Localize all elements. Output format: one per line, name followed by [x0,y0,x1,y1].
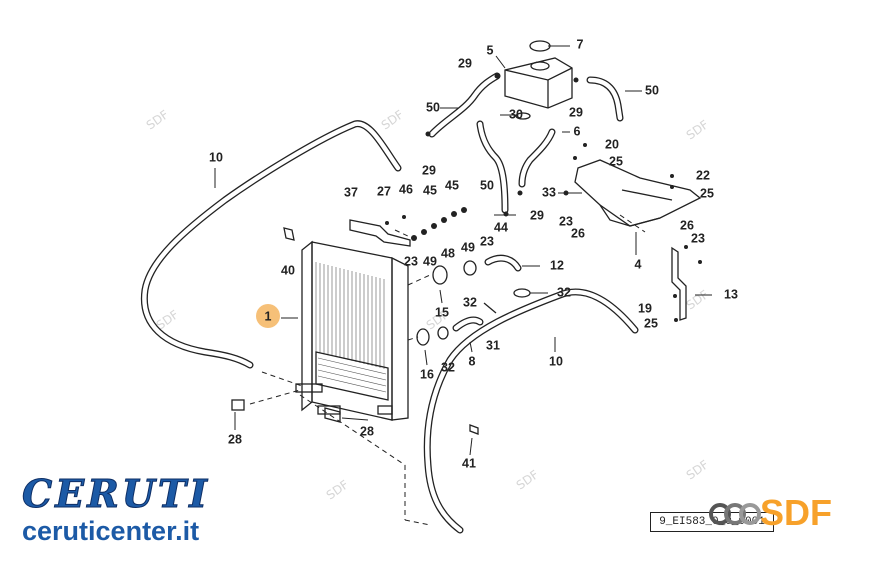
callout-16: 16 [420,367,434,381]
svg-text:SDF: SDF [514,467,542,492]
callout-7: 7 [577,37,584,51]
svg-text:SDF: SDF [144,107,172,132]
callout-49-b: 49 [461,240,475,254]
callout-28-b: 28 [360,424,374,438]
callout-1: 1 [265,309,272,323]
callout-15: 15 [435,305,449,319]
bracket-13 [671,246,687,321]
callout-27: 27 [377,184,391,198]
callout-32-a: 32 [463,295,477,309]
svg-text:SDF: SDF [379,107,407,132]
callout-50-a: 50 [426,100,440,114]
callout-40: 40 [281,263,295,277]
callout-13: 13 [724,287,738,301]
callout-10-bottom: 10 [549,354,563,368]
radiator [295,240,409,421]
svg-text:SDF: SDF [324,477,352,502]
callout-29-d: 29 [530,208,544,222]
callout-25-a: 25 [609,154,623,168]
callout-1-highlight [256,304,280,328]
bracket-37 [349,219,411,247]
callout-4: 4 [635,257,642,271]
callout-33: 33 [542,185,556,199]
sdf-logo-text: SDF [760,492,832,533]
callout-45-b: 45 [445,178,459,192]
dashed-lines [249,214,646,526]
leader-lines [214,45,712,456]
callout-31: 31 [486,338,500,352]
svg-text:SDF: SDF [684,287,712,312]
svg-text:SDF: SDF [684,117,712,142]
callout-28-a: 28 [228,432,242,446]
callout-25-c: 25 [644,316,658,330]
callout-32-c: 32 [441,360,455,374]
callout-6: 6 [574,124,581,138]
callout-12: 12 [550,258,564,272]
callout-5: 5 [487,43,494,57]
svg-text:SDF: SDF [684,457,712,482]
bracket-4 [574,159,702,227]
callout-29-b: 29 [569,105,583,119]
callout-49-a: 49 [423,254,437,268]
ceruti-brand: CERUTI ceruticenter.it [22,471,272,546]
callout-37: 37 [344,185,358,199]
hose-10-left [140,120,402,369]
callout-10-left: 10 [209,150,223,164]
callout-26-b: 26 [680,218,694,232]
callout-26-a: 26 [571,226,585,240]
callout-32-b: 32 [557,285,571,299]
callout-25-b: 25 [700,186,714,200]
sdf-rings-icon [709,503,761,525]
callout-48: 48 [441,246,455,260]
short-hoses [428,72,624,332]
hose-10-bottom [423,288,639,534]
callout-46: 46 [399,182,413,196]
callout-19: 19 [638,301,652,315]
callout-44: 44 [494,220,508,234]
callout-41: 41 [462,456,476,470]
callout-8: 8 [469,354,476,368]
callout-23-c: 23 [559,214,573,228]
callout-50-b: 50 [645,83,659,97]
callout-45-a: 45 [423,183,437,197]
brand-url-rest: ruticenter.it [52,516,200,546]
callout-29-c: 29 [422,163,436,177]
callout-30: 30 [509,107,523,121]
callout-23-a: 23 [404,254,418,268]
callout-23-b: 23 [480,234,494,248]
callout-labels: 1 4 5 6 7 8 10 10 12 13 15 16 19 20 22 2… [209,37,738,470]
callout-22: 22 [696,168,710,182]
callout-23-d: 23 [691,231,705,245]
callout-29-a: 29 [458,56,472,70]
brand-url[interactable]: ceruticenter.it [22,516,272,546]
callout-20: 20 [605,137,619,151]
fittings [231,73,702,435]
brand-url-prefix: ce [22,516,53,546]
callout-50-c: 50 [480,178,494,192]
expansion-tank [504,40,573,109]
brand-name: CERUTI [22,471,210,516]
